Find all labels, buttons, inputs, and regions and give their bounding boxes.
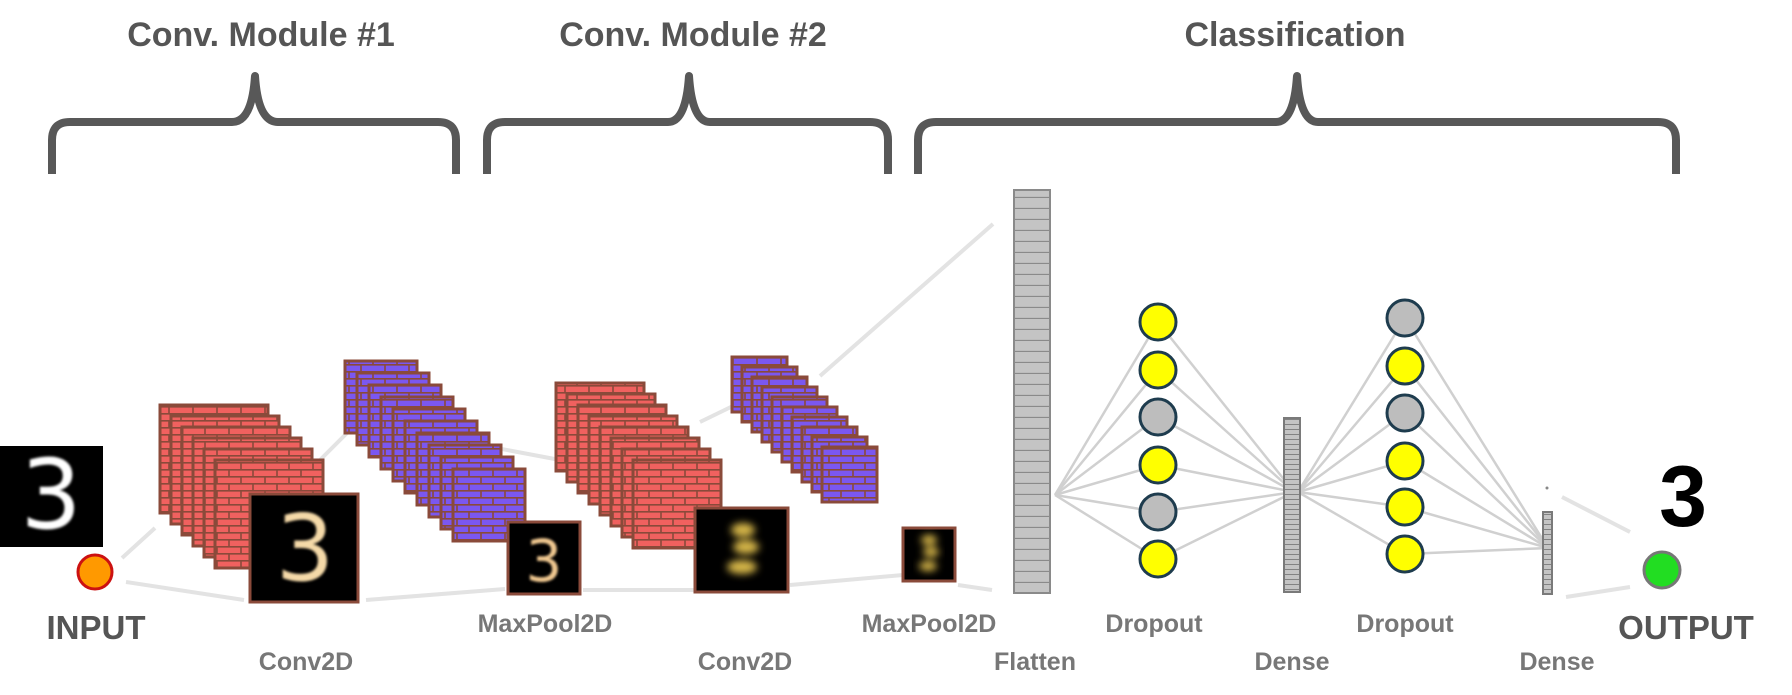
svg-text:3: 3 — [526, 527, 563, 595]
dropout-1-node — [1138, 302, 1178, 342]
module-title-conv2: Conv. Module #2 — [559, 16, 827, 54]
dropout-2-node-dropped — [1385, 393, 1425, 433]
svg-text:3: 3 — [276, 495, 335, 602]
dense-2-vector — [1542, 511, 1553, 595]
maxpool-2-stack — [730, 355, 957, 583]
label-dropout-2: Dropout — [1356, 610, 1454, 638]
brace-classification — [914, 72, 1680, 174]
label-maxpool-1: MaxPool2D — [478, 610, 613, 638]
dropout-2-node — [1385, 441, 1425, 481]
label-conv2d-1: Conv2D — [259, 648, 353, 676]
label-conv2d-2: Conv2D — [698, 648, 792, 676]
module-title-classification: Classification — [1184, 16, 1405, 54]
connection-lines — [120, 222, 1631, 602]
dense-2-dot — [1545, 486, 1549, 490]
dropout-1-node-dropped — [1138, 492, 1178, 532]
label-maxpool-2: MaxPool2D — [862, 610, 997, 638]
dropout-1-nodes — [1138, 302, 1178, 579]
brace-conv1 — [48, 72, 460, 174]
dropout-2-nodes — [1385, 298, 1425, 574]
dropout-2-node — [1385, 534, 1425, 574]
maxpool-1-feature-map — [506, 520, 582, 596]
dropout-1-node — [1138, 350, 1178, 390]
dropout-2-node-dropped — [1385, 298, 1425, 338]
flatten-vector — [1013, 189, 1051, 594]
output-node — [1642, 550, 1682, 590]
input-label: INPUT — [47, 609, 146, 646]
conv2d-2-stack — [554, 381, 790, 594]
label-dense-1: Dense — [1254, 648, 1329, 676]
label-dropout-1: Dropout — [1105, 610, 1203, 638]
module-title-conv1: Conv. Module #1 — [127, 16, 395, 54]
input-image: 3 — [0, 439, 103, 551]
conv2d-1-stack: 3 — [158, 403, 360, 604]
output-label: OUTPUT — [1618, 609, 1754, 646]
maxpool-1-stack: 3 — [343, 359, 582, 596]
input-node — [76, 553, 114, 591]
input-digit: 3 — [20, 439, 81, 551]
dense-connections-1 — [1053, 317, 1550, 561]
label-dense-2: Dense — [1519, 648, 1594, 676]
dropout-1-node — [1138, 539, 1178, 579]
dropout-1-node-dropped — [1138, 397, 1178, 437]
dropout-2-node — [1385, 346, 1425, 386]
output-digit: 3 — [1659, 449, 1707, 545]
label-flatten: Flatten — [994, 648, 1076, 676]
conv2d-1-feature-map — [248, 492, 360, 604]
dense-1-vector — [1283, 417, 1301, 593]
brace-conv2 — [483, 72, 892, 174]
dropout-1-node — [1138, 445, 1178, 485]
dropout-2-node — [1385, 487, 1425, 527]
